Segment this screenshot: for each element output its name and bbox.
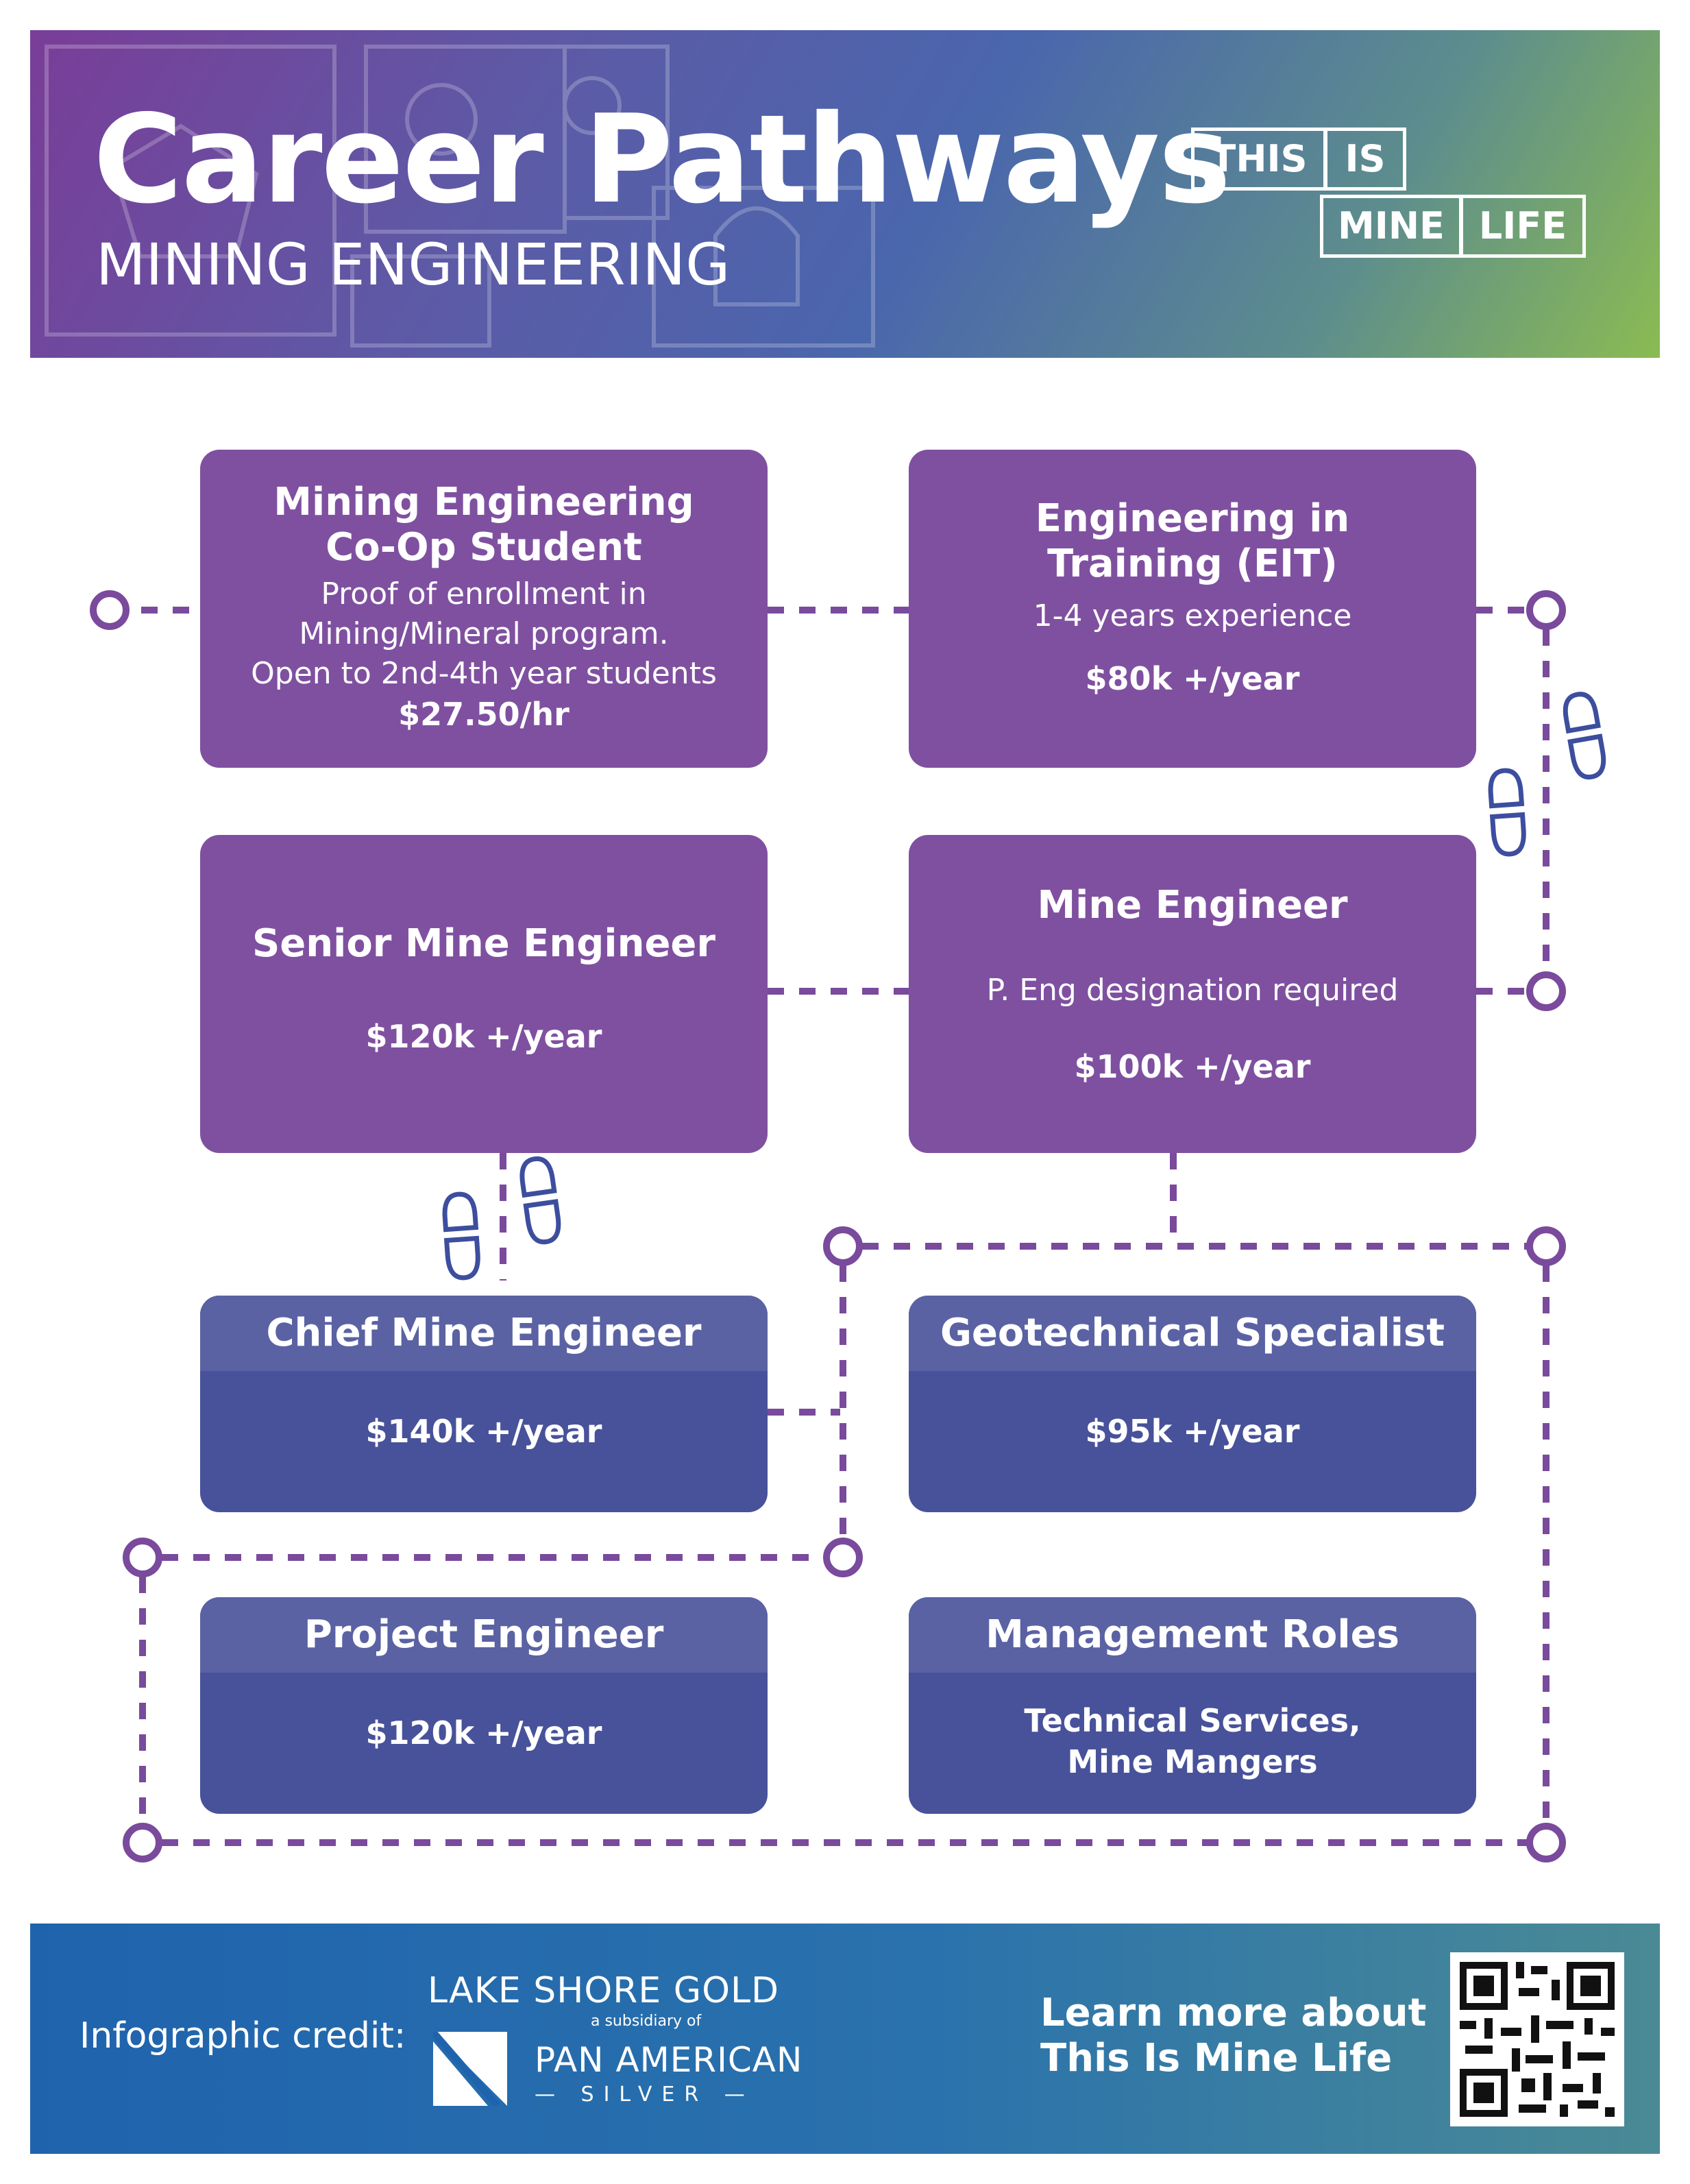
card-detail: Open to 2nd-4th year students <box>251 656 717 691</box>
parent-logo-text: PAN AMERICAN <box>535 2040 803 2080</box>
card-engineer-in-training: Engineering in Training (EIT) 1-4 years … <box>909 450 1476 768</box>
parent-logo-subtext: — SILVER — <box>535 2083 755 2107</box>
card-title: Training (EIT) <box>1047 542 1338 586</box>
card-title: Engineering in <box>1035 496 1350 541</box>
header-banner: Career Pathways MINING ENGINEERING THIS … <box>30 30 1660 358</box>
qr-code-icon[interactable] <box>1450 1952 1624 2126</box>
card-salary: $95k +/year <box>1085 1413 1300 1450</box>
qr-pattern <box>1450 1952 1624 2126</box>
card-title: Management Roles <box>909 1597 1476 1673</box>
credit-label: Infographic credit: <box>79 2015 406 2056</box>
learn-more-line: This Is Mine Life <box>1040 2036 1393 2080</box>
card-detail: Mining/Mineral program. <box>299 616 669 651</box>
card-project-engineer: Project Engineer $120k +/year <box>200 1597 768 1814</box>
card-management-roles: Management Roles Technical Services, Min… <box>909 1597 1476 1814</box>
card-title: Project Engineer <box>200 1597 768 1673</box>
card-geotechnical-specialist: Geotechnical Specialist $95k +/year <box>909 1296 1476 1512</box>
card-salary: $27.50/hr <box>398 696 570 733</box>
pan-american-logo-icon <box>433 2032 507 2106</box>
learn-more-text[interactable]: Learn more about This Is Mine Life <box>1040 1991 1426 2081</box>
footer-banner: Infographic credit: LAKE SHORE GOLD a su… <box>30 1924 1660 2154</box>
logo-word-this: THIS <box>1191 128 1327 191</box>
card-title: Geotechnical Specialist <box>909 1296 1476 1371</box>
card-salary: $80k +/year <box>1085 660 1300 697</box>
card-salary: $140k +/year <box>365 1413 602 1450</box>
card-salary: $100k +/year <box>1074 1048 1311 1085</box>
card-title: Senior Mine Engineer <box>252 921 716 966</box>
mining-illustration-icon <box>45 45 875 348</box>
card-coop-student: Mining Engineering Co-Op Student Proof o… <box>200 450 768 768</box>
card-title: Mine Engineer <box>1037 883 1348 927</box>
card-detail: Mine Mangers <box>1067 1743 1318 1780</box>
partner-subsidiary-text: a subsidiary of <box>591 2013 702 2030</box>
learn-more-line: Learn more about <box>1040 1991 1427 2035</box>
card-detail: Proof of enrollment in <box>321 577 647 611</box>
card-salary: $120k +/year <box>365 1018 602 1055</box>
partner-logo-text: LAKE SHORE GOLD <box>428 1970 780 2011</box>
card-title: Chief Mine Engineer <box>200 1296 768 1371</box>
card-chief-mine-engineer: Chief Mine Engineer $140k +/year <box>200 1296 768 1512</box>
card-detail: P. Eng designation required <box>986 973 1399 1008</box>
card-title: Co-Op Student <box>326 525 642 570</box>
card-detail: Technical Services, <box>1024 1702 1361 1739</box>
card-title: Mining Engineering <box>273 480 694 524</box>
card-detail: 1-4 years experience <box>1033 598 1352 633</box>
card-salary: $120k +/year <box>365 1714 602 1751</box>
logo-word-life: LIFE <box>1460 195 1586 258</box>
page-title: Career Pathways <box>93 88 1231 230</box>
page-subtitle: MINING ENGINEERING <box>96 231 731 298</box>
logo-word-is: IS <box>1324 128 1406 191</box>
card-senior-mine-engineer: Senior Mine Engineer $120k +/year <box>200 835 768 1153</box>
card-mine-engineer: Mine Engineer P. Eng designation require… <box>909 835 1476 1153</box>
